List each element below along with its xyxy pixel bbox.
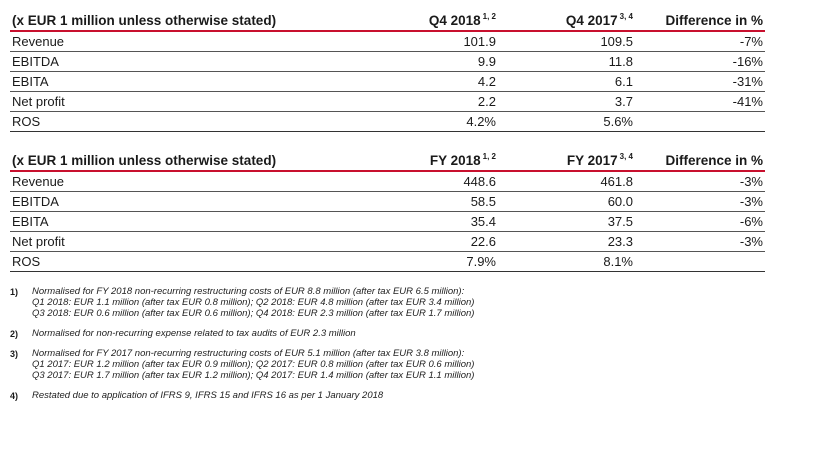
value-cell: 11.8 [498, 51, 635, 72]
document: (x EUR 1 million unless otherwise stated… [10, 10, 765, 410]
column-header-difference: Difference in % [635, 10, 765, 32]
footnote-line: Q1 2018: EUR 1.1 million (after tax EUR … [32, 297, 475, 308]
row-label: Revenue [10, 31, 310, 52]
row-label: EBITA [10, 71, 310, 92]
footnote-line: Normalised for FY 2017 non-recurring res… [32, 348, 465, 359]
value-cell: 60.0 [498, 191, 635, 212]
diff-cell: -41% [635, 91, 765, 112]
diff-cell: -6% [635, 211, 765, 232]
footnote-line: Q3 2018: EUR 0.6 million (after tax EUR … [32, 308, 475, 319]
column-header-text: FY 2018 [429, 152, 481, 168]
diff-cell: -16% [635, 51, 765, 72]
diff-cell: -7% [635, 31, 765, 52]
footnote-ref: 1, 2 [482, 151, 496, 161]
row-label: Revenue [10, 171, 310, 192]
table-row: EBITA 35.4 37.5 -6% [10, 211, 765, 232]
table-row: EBITDA 58.5 60.0 -3% [10, 191, 765, 212]
row-label: Net profit [10, 91, 310, 112]
footnote-line: Q1 2017: EUR 1.2 million (after tax EUR … [32, 359, 475, 370]
footnote-line: Normalised for non-recurring expense rel… [32, 328, 356, 339]
value-cell: 23.3 [498, 231, 635, 252]
table-row: EBITDA 9.9 11.8 -16% [10, 51, 765, 72]
footnote-ref: 3, 4 [619, 11, 633, 21]
table-row: ROS 7.9% 8.1% [10, 251, 765, 272]
footnote-item: 4) Restated due to application of IFRS 9… [10, 390, 765, 401]
unit-header: (x EUR 1 million unless otherwise stated… [10, 150, 310, 172]
value-cell: 35.4 [310, 211, 498, 232]
value-cell: 3.7 [498, 91, 635, 112]
row-label: EBITA [10, 211, 310, 232]
value-cell: 22.6 [310, 231, 498, 252]
table-row: Revenue 101.9 109.5 -7% [10, 31, 765, 52]
table-row: EBITA 4.2 6.1 -31% [10, 71, 765, 92]
value-cell: 6.1 [498, 71, 635, 92]
diff-cell [635, 251, 765, 272]
value-cell: 461.8 [498, 171, 635, 192]
footnote-line: Q3 2017: EUR 1.7 million (after tax EUR … [32, 370, 475, 381]
value-cell: 2.2 [310, 91, 498, 112]
column-header-text: Q4 2018 [428, 12, 481, 28]
table-header-row: (x EUR 1 million unless otherwise stated… [10, 10, 765, 32]
footnote-text: Restated due to application of IFRS 9, I… [32, 390, 383, 401]
diff-cell: -3% [635, 231, 765, 252]
table-row: ROS 4.2% 5.6% [10, 111, 765, 132]
footnote-text: Normalised for FY 2018 non-recurring res… [32, 286, 474, 319]
diff-cell: -3% [635, 191, 765, 212]
value-cell: 9.9 [310, 51, 498, 72]
value-cell: 4.2 [310, 71, 498, 92]
row-label: ROS [10, 111, 310, 132]
footnote-text: Normalised for FY 2017 non-recurring res… [32, 348, 474, 381]
footnote-number: 4) [10, 391, 19, 401]
footnote-text: Normalised for non-recurring expense rel… [32, 328, 356, 339]
unit-header: (x EUR 1 million unless otherwise stated… [10, 10, 310, 32]
column-header-difference: Difference in % [635, 150, 765, 172]
quarterly-table: (x EUR 1 million unless otherwise stated… [10, 10, 765, 132]
footnotes: 1) Normalised for FY 2018 non-recurring … [10, 286, 765, 401]
column-header-text: Q4 2017 [565, 12, 618, 28]
footnote-line: Restated due to application of IFRS 9, I… [32, 390, 384, 401]
table-row: Revenue 448.6 461.8 -3% [10, 171, 765, 192]
row-label: Net profit [10, 231, 310, 252]
full-year-table: (x EUR 1 million unless otherwise stated… [10, 150, 765, 272]
value-cell: 4.2% [310, 111, 498, 132]
column-header-text: FY 2017 [566, 152, 618, 168]
footnote-item: 3) Normalised for FY 2017 non-recurring … [10, 348, 765, 381]
footnote-number: 3) [10, 349, 19, 359]
value-cell: 5.6% [498, 111, 635, 132]
diff-cell: -3% [635, 171, 765, 192]
footnote-item: 1) Normalised for FY 2018 non-recurring … [10, 286, 765, 319]
row-label: EBITDA [10, 51, 310, 72]
diff-cell [635, 111, 765, 132]
value-cell: 58.5 [310, 191, 498, 212]
footnote-item: 2) Normalised for non-recurring expense … [10, 328, 765, 339]
table-row: Net profit 2.2 3.7 -41% [10, 91, 765, 112]
table-row: Net profit 22.6 23.3 -3% [10, 231, 765, 252]
row-label: EBITDA [10, 191, 310, 212]
footnote-number: 1) [10, 287, 19, 297]
diff-cell: -31% [635, 71, 765, 92]
row-label: ROS [10, 251, 310, 272]
value-cell: 448.6 [310, 171, 498, 192]
table-header-row: (x EUR 1 million unless otherwise stated… [10, 150, 765, 172]
value-cell: 7.9% [310, 251, 498, 272]
value-cell: 8.1% [498, 251, 635, 272]
value-cell: 109.5 [498, 31, 635, 52]
value-cell: 101.9 [310, 31, 498, 52]
footnote-ref: 1, 2 [482, 11, 496, 21]
value-cell: 37.5 [498, 211, 635, 232]
footnote-line: Normalised for FY 2018 non-recurring res… [32, 286, 465, 297]
footnote-number: 2) [10, 329, 19, 339]
footnote-ref: 3, 4 [619, 151, 633, 161]
